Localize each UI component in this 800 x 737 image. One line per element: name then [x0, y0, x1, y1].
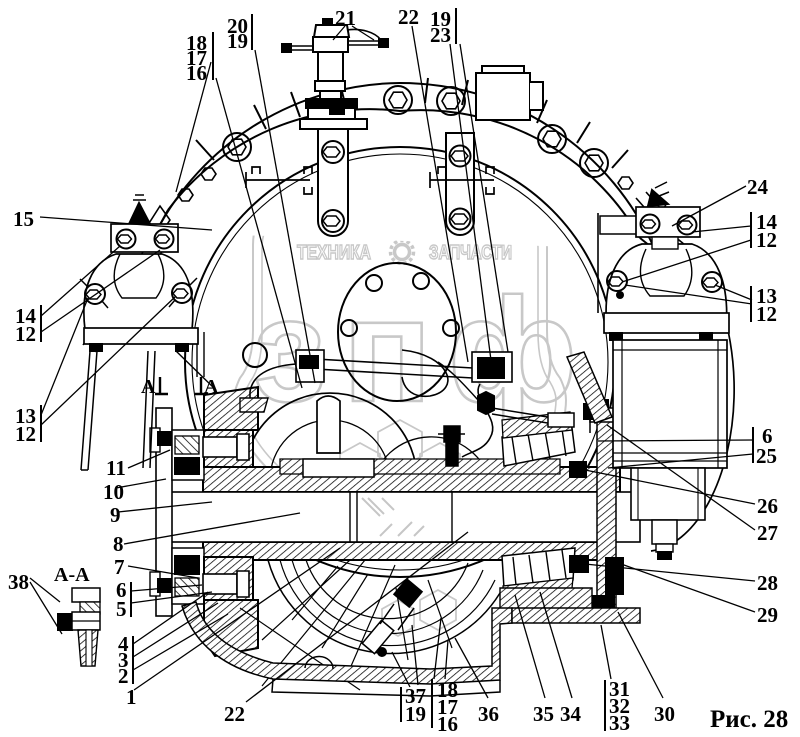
svg-text:12: 12 — [15, 422, 36, 446]
svg-text:А-А: А-А — [54, 564, 90, 586]
svg-text:12: 12 — [756, 302, 777, 326]
svg-text:33: 33 — [609, 711, 630, 735]
svg-text:18: 18 — [437, 678, 458, 702]
svg-text:19: 19 — [430, 7, 451, 31]
svg-text:25: 25 — [756, 444, 777, 468]
svg-text:24: 24 — [747, 175, 769, 199]
svg-text:23: 23 — [430, 23, 451, 47]
svg-text:5: 5 — [116, 597, 127, 621]
svg-text:30: 30 — [654, 702, 675, 726]
svg-text:29: 29 — [757, 603, 778, 627]
svg-text:37: 37 — [405, 684, 426, 708]
svg-text:8: 8 — [113, 532, 124, 556]
svg-text:4: 4 — [118, 632, 129, 656]
svg-text:А: А — [141, 376, 156, 398]
svg-text:31: 31 — [609, 677, 630, 701]
svg-text:32: 32 — [609, 694, 630, 718]
svg-text:17: 17 — [437, 695, 458, 719]
svg-text:Рис. 28: Рис. 28 — [710, 706, 788, 733]
svg-text:9: 9 — [110, 503, 121, 527]
svg-text:11: 11 — [106, 456, 126, 480]
svg-text:13: 13 — [15, 404, 36, 428]
svg-text:16: 16 — [437, 712, 458, 736]
svg-text:21: 21 — [335, 6, 356, 30]
svg-text:15: 15 — [13, 207, 34, 231]
svg-text:28: 28 — [757, 571, 778, 595]
svg-text:36: 36 — [478, 702, 499, 726]
svg-text:22: 22 — [398, 5, 419, 29]
svg-text:14: 14 — [15, 304, 37, 328]
svg-text:35: 35 — [533, 702, 554, 726]
svg-text:А: А — [204, 376, 219, 398]
svg-text:19: 19 — [405, 702, 426, 726]
svg-text:18: 18 — [186, 31, 207, 55]
svg-text:12: 12 — [15, 322, 36, 346]
svg-text:10: 10 — [103, 480, 124, 504]
svg-text:34: 34 — [560, 702, 582, 726]
svg-text:3: 3 — [118, 648, 129, 672]
svg-text:26: 26 — [757, 494, 778, 518]
svg-text:38: 38 — [8, 570, 29, 594]
svg-text:6: 6 — [762, 424, 773, 448]
svg-text:13: 13 — [756, 284, 777, 308]
svg-text:2: 2 — [118, 664, 129, 688]
svg-text:12: 12 — [756, 228, 777, 252]
svg-text:27: 27 — [757, 521, 778, 545]
svg-text:16: 16 — [186, 61, 207, 85]
svg-text:7: 7 — [114, 555, 125, 579]
svg-text:14: 14 — [756, 210, 778, 234]
svg-text:ТЕХНИКА: ТЕХНИКА — [297, 242, 371, 264]
svg-text:22: 22 — [224, 702, 245, 726]
svg-text:17: 17 — [186, 46, 207, 70]
svg-text:ЗАПЧАСТИ: ЗАПЧАСТИ — [429, 242, 512, 264]
svg-text:19: 19 — [227, 29, 248, 53]
svg-text:6: 6 — [116, 578, 127, 602]
svg-text:1: 1 — [126, 685, 137, 709]
svg-text:20: 20 — [227, 14, 248, 38]
